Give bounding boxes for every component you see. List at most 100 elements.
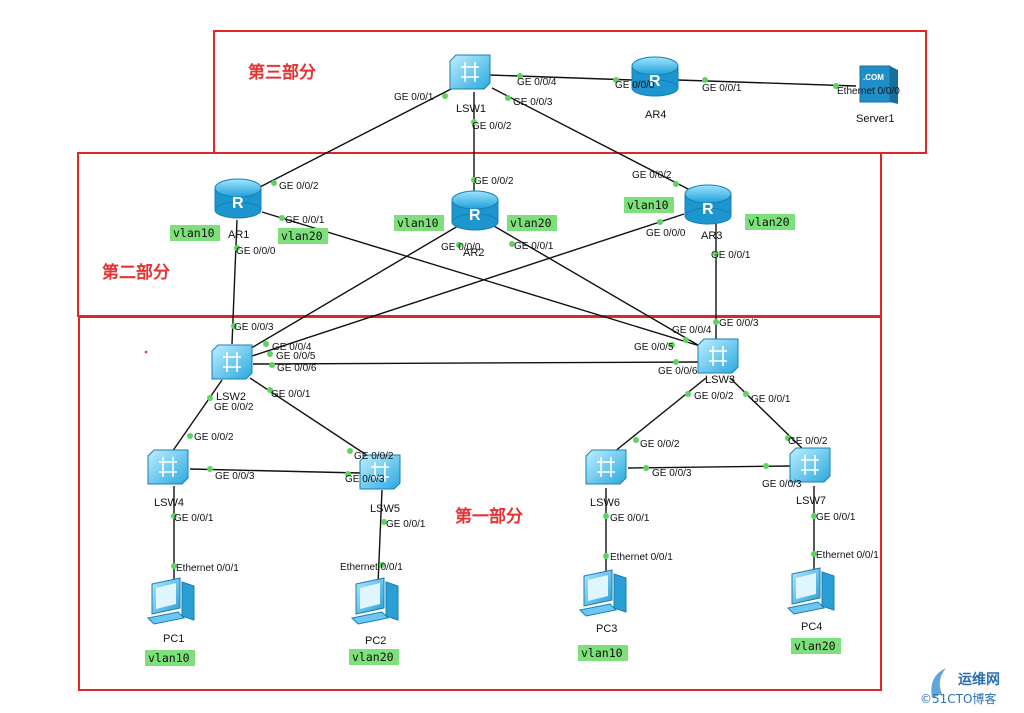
port-label: GE 0/0/2 bbox=[788, 436, 828, 447]
link-lsw4-lsw5 bbox=[189, 468, 361, 474]
port-label: Ethernet 0/0/1 bbox=[610, 552, 673, 563]
link-lsw1-ar3 bbox=[491, 87, 691, 191]
port-dot bbox=[811, 551, 817, 557]
port-label: Ethernet 0/0/1 bbox=[816, 550, 879, 561]
svg-text:vlan20: vlan20 bbox=[510, 216, 552, 230]
port-dot bbox=[379, 562, 385, 568]
device-label-pc4: PC4 bbox=[801, 621, 822, 633]
pc3-pc-icon[interactable] bbox=[578, 569, 627, 617]
svg-text:vlan20: vlan20 bbox=[281, 229, 323, 243]
svg-text:vlan10: vlan10 bbox=[581, 646, 623, 660]
device-label-ar1: AR1 bbox=[228, 229, 249, 241]
vlan-tag: vlan10 bbox=[394, 215, 444, 231]
port-dot bbox=[456, 242, 462, 248]
ar1-router-icon[interactable]: R bbox=[214, 178, 262, 219]
port-dot bbox=[685, 391, 691, 397]
port-label: GE 0/0/1 bbox=[702, 83, 742, 94]
device-label-pc2: PC2 bbox=[365, 635, 386, 647]
device-label-lsw4: LSW4 bbox=[154, 497, 184, 509]
port-dot bbox=[231, 323, 237, 329]
section-label-part3: 第三部分 bbox=[248, 62, 316, 83]
ar2-router-icon[interactable]: R bbox=[451, 190, 499, 231]
port-label: GE 0/0/5 bbox=[276, 351, 316, 362]
port-label: GE 0/0/1 bbox=[816, 512, 856, 523]
port-dot bbox=[347, 448, 353, 454]
device-label-ar3: AR3 bbox=[701, 230, 722, 242]
svg-text:vlan10: vlan10 bbox=[148, 651, 190, 665]
lsw1-switch-icon[interactable] bbox=[449, 54, 491, 90]
port-label: GE 0/0/4 bbox=[672, 325, 712, 336]
ar4-router-icon[interactable]: R bbox=[631, 56, 679, 97]
pc1-pc-icon[interactable] bbox=[146, 577, 195, 625]
port-label: GE 0/0/1 bbox=[386, 519, 426, 530]
port-dot bbox=[207, 466, 213, 472]
port-label: GE 0/0/2 bbox=[694, 391, 734, 402]
link-lsw3-lsw6 bbox=[613, 377, 707, 453]
vlan-tag: vlan20 bbox=[745, 214, 795, 230]
vlan-tag: vlan10 bbox=[170, 225, 220, 241]
port-dot bbox=[702, 77, 708, 83]
port-dot bbox=[269, 362, 275, 368]
link-lsw2-lsw4 bbox=[171, 379, 223, 453]
port-dot bbox=[603, 553, 609, 559]
device-label-server1: Server1 bbox=[856, 113, 895, 125]
vlan-tags: vlan10 vlan20 vlan10 vlan20 vlan10 vlan2… bbox=[145, 197, 841, 666]
port-dot bbox=[743, 391, 749, 397]
port-dot bbox=[171, 513, 177, 519]
port-dot bbox=[471, 177, 477, 183]
device-label-lsw6: LSW6 bbox=[590, 497, 620, 509]
lsw6-switch-icon[interactable] bbox=[585, 449, 627, 485]
lsw3-switch-icon[interactable] bbox=[697, 338, 739, 374]
port-dot bbox=[713, 251, 719, 257]
port-label: GE 0/0/2 bbox=[474, 176, 514, 187]
port-label: GE 0/0/2 bbox=[354, 451, 394, 462]
device-label-ar4: AR4 bbox=[645, 109, 666, 121]
port-dot bbox=[267, 351, 273, 357]
port-dot bbox=[509, 241, 515, 247]
svg-text:R: R bbox=[232, 195, 244, 212]
lsw5-switch-icon[interactable] bbox=[359, 454, 401, 490]
link-ar3-lsw2 bbox=[251, 213, 685, 357]
link-ar1-lsw3 bbox=[261, 211, 701, 347]
device-label-ar2: AR2 bbox=[463, 247, 484, 259]
lsw2-switch-icon[interactable] bbox=[211, 344, 253, 380]
port-dot bbox=[657, 219, 663, 225]
port-dot bbox=[505, 95, 511, 101]
port-label: GE 0/0/0 bbox=[646, 228, 686, 239]
port-label: GE 0/0/2 bbox=[472, 121, 512, 132]
port-label: GE 0/0/5 bbox=[634, 342, 674, 353]
link-lsw3-lsw7 bbox=[729, 377, 807, 453]
device-label-lsw7: LSW7 bbox=[796, 495, 826, 507]
ar3-router-icon[interactable]: R bbox=[684, 184, 732, 225]
port-dot bbox=[171, 563, 177, 569]
vlan-tag: vlan10 bbox=[578, 645, 628, 661]
port-dots bbox=[171, 73, 839, 569]
port-label: GE 0/0/1 bbox=[394, 92, 434, 103]
server1-server-icon[interactable]: .COM bbox=[859, 65, 898, 104]
svg-text:vlan10: vlan10 bbox=[397, 216, 439, 230]
pc2-pc-icon[interactable] bbox=[350, 577, 399, 625]
port-dot bbox=[683, 337, 689, 343]
svg-text:vlan20: vlan20 bbox=[794, 639, 836, 653]
lsw7-switch-icon[interactable] bbox=[789, 447, 831, 483]
port-dot bbox=[673, 181, 679, 187]
port-dot bbox=[633, 437, 639, 443]
link-ar2-lsw3 bbox=[493, 225, 704, 349]
port-label: GE 0/0/3 bbox=[234, 322, 274, 333]
port-dot bbox=[271, 180, 277, 186]
pc4-pc-icon[interactable] bbox=[786, 567, 835, 615]
stray-mark bbox=[144, 350, 148, 354]
device-label-pc1: PC1 bbox=[163, 633, 184, 645]
vlan-tag: vlan20 bbox=[507, 215, 557, 231]
port-label: GE 0/0/2 bbox=[640, 439, 680, 450]
vlan-tag: vlan20 bbox=[278, 228, 328, 244]
port-dot bbox=[643, 465, 649, 471]
port-dot bbox=[763, 463, 769, 469]
link-ar2-lsw2 bbox=[247, 225, 459, 351]
vlan-tag: vlan20 bbox=[791, 638, 841, 654]
link-lsw1-ar1 bbox=[257, 87, 454, 189]
lsw4-switch-icon[interactable] bbox=[147, 449, 189, 485]
port-label: GE 0/0/3 bbox=[345, 474, 385, 485]
port-label: GE 0/0/1 bbox=[285, 215, 325, 226]
